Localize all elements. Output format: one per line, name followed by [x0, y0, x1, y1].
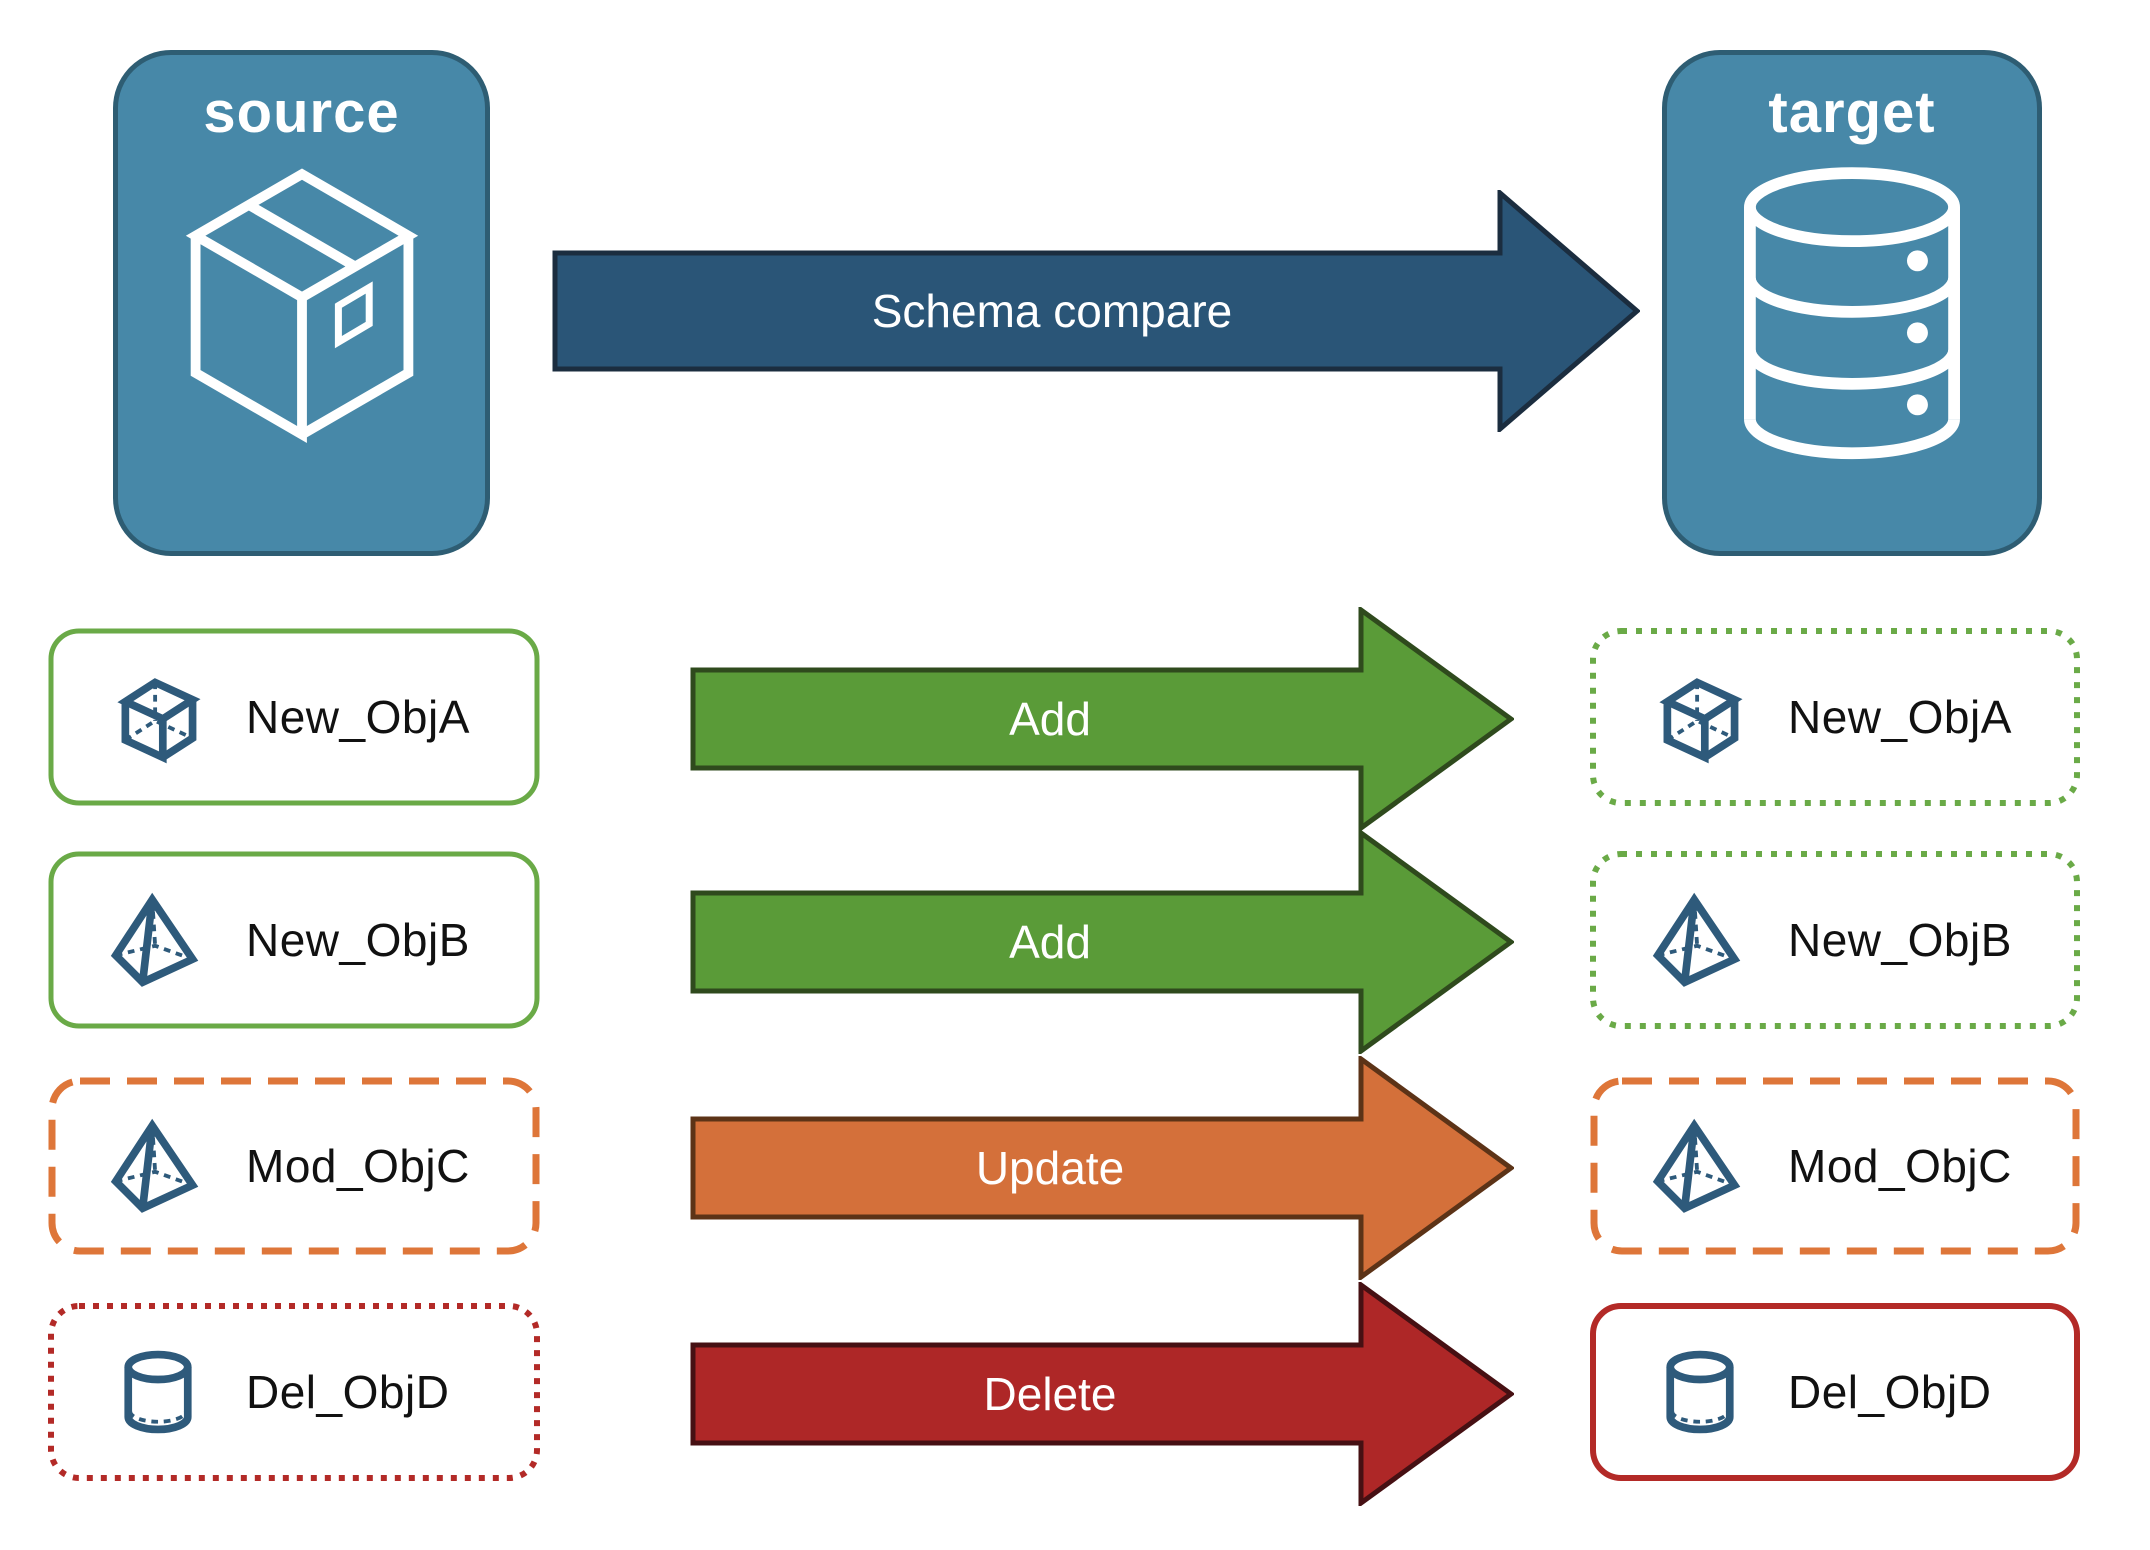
source-object-mod-objc: Mod_ObjC	[48, 1077, 540, 1255]
target-object-label: Del_ObjD	[1788, 1366, 1992, 1418]
target-object-label: New_ObjB	[1788, 914, 2012, 966]
delete-arrow-row4: Delete	[690, 1282, 1514, 1506]
target-object-new-objb: New_ObjB	[1590, 851, 2080, 1029]
target-object-del-objd: Del_ObjD	[1590, 1303, 2080, 1481]
cylinder-icon	[124, 1350, 192, 1434]
pyramid-icon	[1652, 892, 1741, 987]
target-object-new-obja: New_ObjA	[1590, 628, 2080, 806]
add-arrow-row2: Add	[690, 830, 1514, 1054]
database-icon	[1744, 167, 1960, 460]
update-arrow-row3-label: Update	[976, 1142, 1124, 1194]
pyramid-icon	[1652, 1118, 1741, 1213]
schema-compare-arrow-label: Schema compare	[872, 285, 1233, 337]
cube-icon	[117, 678, 201, 764]
cylinder-icon	[1666, 1350, 1734, 1434]
target-object-label: New_ObjA	[1788, 691, 2012, 743]
source-object-new-obja: New_ObjA	[48, 628, 540, 806]
source-object-del-objd: Del_ObjD	[48, 1303, 540, 1481]
target-object-mod-objc: Mod_ObjC	[1590, 1077, 2080, 1255]
source-object-label: New_ObjB	[246, 914, 470, 966]
update-arrow-row3: Update	[690, 1056, 1514, 1280]
delete-arrow-row4-label: Delete	[984, 1368, 1117, 1420]
target-node-label: target	[1768, 80, 1936, 145]
source-node-label: source	[203, 80, 400, 145]
package-icon	[185, 168, 418, 443]
add-arrow-row2-label: Add	[1009, 916, 1091, 968]
target-node: target	[1662, 50, 2042, 556]
source-object-label: New_ObjA	[246, 691, 470, 743]
schema-compare-arrow: Schema compare	[552, 190, 1640, 432]
pyramid-icon	[110, 1118, 199, 1213]
add-arrow-row1: Add	[690, 607, 1514, 831]
pyramid-icon	[110, 892, 199, 987]
source-node: source	[113, 50, 490, 556]
source-object-new-objb: New_ObjB	[48, 851, 540, 1029]
source-object-label: Mod_ObjC	[246, 1140, 470, 1192]
add-arrow-row1-label: Add	[1009, 693, 1091, 745]
target-object-label: Mod_ObjC	[1788, 1140, 2012, 1192]
source-object-label: Del_ObjD	[246, 1366, 450, 1418]
cube-icon	[1659, 678, 1743, 764]
